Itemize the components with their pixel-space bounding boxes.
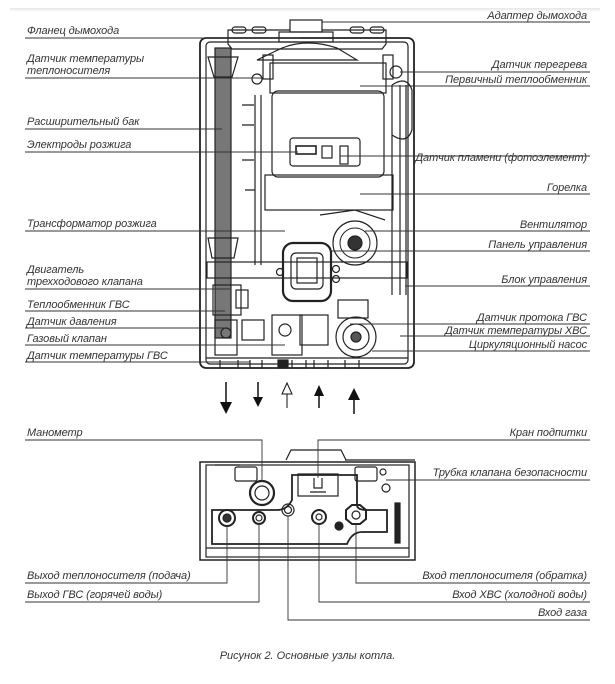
circulation-pump: [335, 299, 377, 358]
label-flame-sensor: Датчик пламени (фотоэлемент): [415, 152, 587, 164]
label-ignition-electrodes: Электроды розжига: [27, 139, 132, 151]
arrow-down-heating-flow: [220, 382, 232, 414]
label-control-panel: Панель управления: [488, 239, 587, 251]
boiler-casing: [199, 37, 415, 369]
label-heating-outlet: Выход теплоносителя (подача): [27, 570, 191, 582]
label-cold-water-temp-sensor: Датчик температуры ХВС: [444, 325, 587, 337]
label-cold-water-inlet: Вход ХВС (холодной воды): [452, 589, 587, 601]
manometer: [248, 479, 276, 507]
combustion-chamber: [271, 90, 385, 178]
label-flue-adapter: Адаптер дымохода: [487, 10, 587, 22]
label-control-block: Блок управления: [501, 274, 587, 286]
label-dhw-heat-exchanger: Теплообменник ГВС: [27, 299, 130, 311]
label-manometer: Манометр: [27, 427, 83, 439]
label-dhw-flow-sensor: Датчик протока ГВС: [476, 312, 587, 324]
label-primary-heat-exchanger: Первичный теплообменник: [445, 74, 587, 86]
dhw-heat-exchanger: [212, 284, 249, 316]
flue-adapter: [289, 19, 323, 33]
control-panel: [281, 241, 333, 303]
burner: [264, 174, 394, 211]
label-coolant-temp-sensor-line1: Датчик температуры: [27, 53, 145, 65]
label-three-way-valve-motor-line2: трехходового клапана: [27, 276, 143, 288]
dhw-outlet-fitting: [252, 511, 266, 525]
expansion-tank: [207, 47, 239, 339]
label-dhw-temp-sensor: Датчик температуры ГВС: [27, 350, 168, 362]
arrow-down-dhw-out: [253, 382, 263, 407]
heating-outlet-fitting: [218, 509, 236, 527]
heating-return-fitting: [345, 504, 367, 525]
flow-arrows: [220, 381, 360, 414]
label-fan: Вентилятор: [519, 219, 587, 231]
label-fill-tap: Кран подпитки: [509, 427, 588, 439]
label-safety-valve-pipe: Трубка клапана безопасности: [432, 467, 588, 479]
top-rule: [10, 8, 600, 12]
label-ignition-transformer: Трансформатор розжига: [27, 218, 157, 230]
arrow-up-gas-in: [281, 381, 293, 408]
bottom-view: [199, 449, 416, 561]
primary-heat-exchanger: [269, 62, 387, 94]
arrow-up-heating-return: [348, 388, 360, 414]
label-three-way-valve-motor-line1: Двигатель: [27, 264, 85, 276]
cold-water-inlet-fitting: [311, 509, 327, 525]
fan: [319, 209, 386, 266]
label-overheat-sensor: Датчик перегрева: [491, 59, 587, 71]
label-burner: Горелка: [546, 182, 587, 194]
control-block: [206, 261, 408, 279]
label-gas-inlet: Вход газа: [538, 607, 587, 619]
arrow-up-cold-water-in: [314, 385, 324, 408]
label-expansion-tank: Расширительный бак: [27, 116, 140, 128]
label-pressure-sensor: Датчик давления: [27, 316, 117, 328]
bracket-slots: [231, 26, 385, 34]
mounting-bracket: [227, 29, 387, 50]
flue-hood: [256, 42, 360, 61]
gas-valve: [271, 314, 303, 356]
label-circulation-pump: Циркуляционный насос: [468, 339, 587, 351]
figure-caption: Рисунок 2. Основные узлы котла.: [219, 650, 396, 662]
label-gas-valve: Газовый клапан: [27, 333, 107, 345]
label-coolant-temp-sensor-line2: теплоносителя: [27, 65, 111, 77]
label-heating-return: Вход теплоносителя (обратка): [422, 570, 587, 582]
label-flue-flange: Фланец дымохода: [27, 25, 120, 37]
label-dhw-outlet: Выход ГВС (горячей воды): [27, 589, 163, 601]
leader-lines: [25, 21, 590, 621]
